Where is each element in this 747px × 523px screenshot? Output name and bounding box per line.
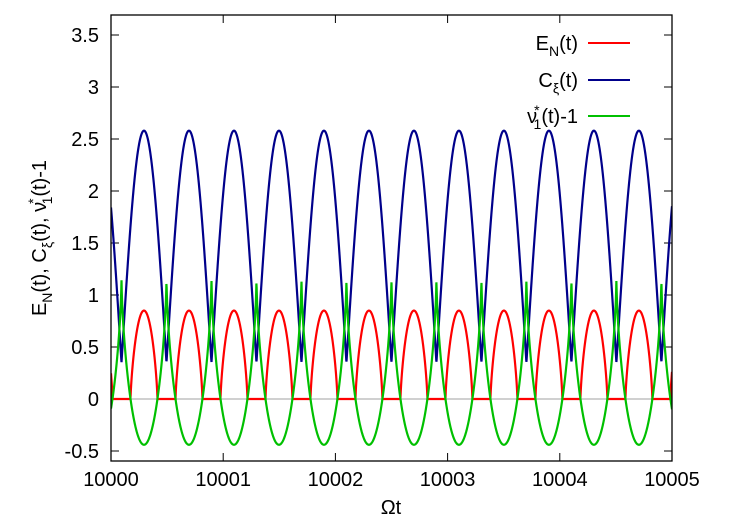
- y-tick-label: 0: [88, 389, 99, 411]
- legend-label-nu: ν*1(t)-1: [527, 102, 578, 132]
- legend-label-en: EN(t): [536, 33, 578, 59]
- x-tick-label: 10003: [420, 469, 476, 491]
- y-axis-title: EN(t), Cξ(t), ν*1(t)-1: [25, 160, 55, 316]
- series-en-line: [111, 309, 672, 401]
- plot-frame: [110, 14, 673, 462]
- tick-labels: -0.5 0 0.5 1 1.5 2 2.5 3 3.5 10000 10001 10002 10003…: [65, 25, 700, 491]
- series-c-line: [111, 129, 672, 363]
- x-tick-label: 10005: [644, 469, 700, 491]
- legend-item-nu: ν*1(t)-1: [527, 102, 630, 132]
- series-nu-line: [111, 280, 672, 446]
- y-tick-label: 2: [88, 181, 99, 203]
- legend-item-c: Cξ(t): [538, 70, 630, 96]
- x-tick-label: 10000: [83, 469, 139, 491]
- plot-curves: [111, 129, 672, 446]
- axis-ticks: [110, 15, 673, 461]
- y-tick-label: 1: [88, 285, 99, 307]
- y-tick-label: 0.5: [71, 337, 99, 359]
- legend-item-en: EN(t): [536, 33, 630, 59]
- x-tick-label: 10004: [532, 469, 588, 491]
- x-tick-label: 10002: [308, 469, 364, 491]
- x-tick-label: 10001: [195, 469, 251, 491]
- y-tick-label: 3.5: [71, 25, 99, 47]
- y-tick-label: 1.5: [71, 233, 99, 255]
- x-axis-title: Ωt: [381, 497, 402, 519]
- y-tick-label: 3: [88, 77, 99, 99]
- y-tick-label: -0.5: [65, 441, 99, 463]
- legend: EN(t) Cξ(t) ν*1(t)-1: [527, 33, 630, 132]
- y-tick-label: 2.5: [71, 129, 99, 151]
- legend-label-c: Cξ(t): [538, 70, 578, 96]
